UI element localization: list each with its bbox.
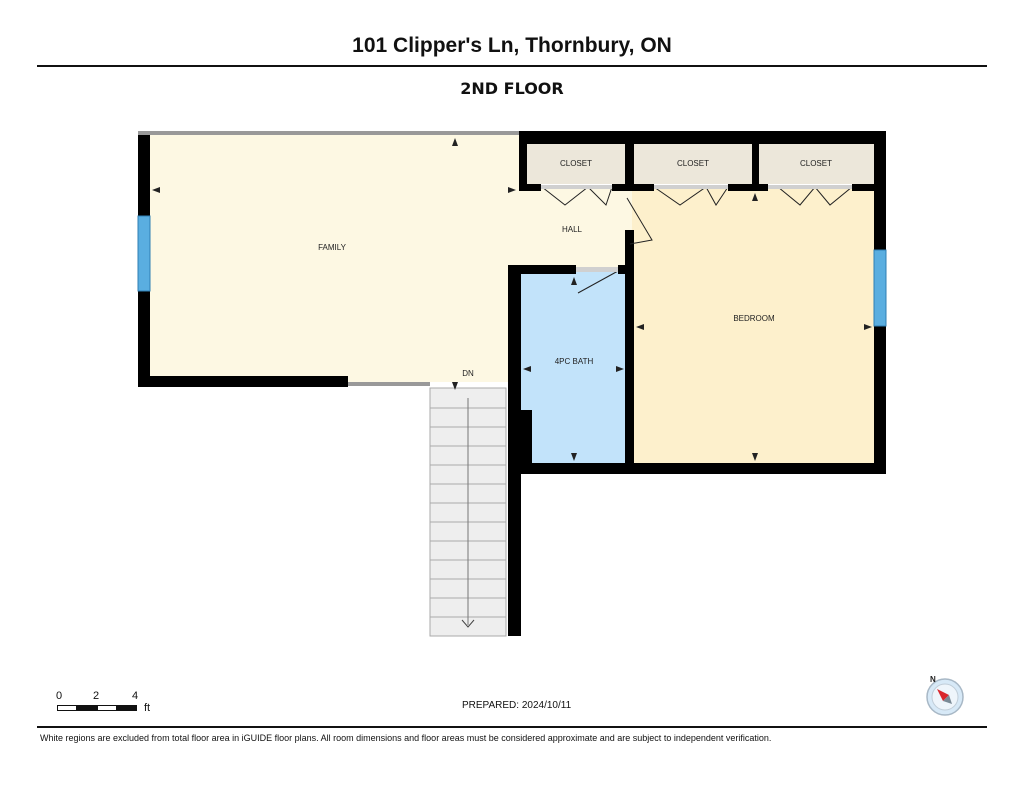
- header-divider: [37, 65, 987, 67]
- bedroom-label: BEDROOM: [733, 314, 775, 323]
- floor-name: 2ND FLOOR: [460, 79, 564, 98]
- stairs-down-arrow: [461, 619, 475, 628]
- closet-1-door-opening: [541, 185, 612, 189]
- disclaimer-text: White regions are excluded from total fl…: [40, 733, 772, 743]
- closet-2-floor: [634, 144, 752, 184]
- closet-2-label: CLOSET: [677, 159, 709, 168]
- bath-label: 4PC BATH: [555, 357, 594, 366]
- footer-divider: [37, 726, 987, 728]
- stairs-label: DN: [462, 369, 474, 378]
- prepared-date: PREPARED: 2024/10/11: [462, 700, 572, 711]
- family-window: [137, 215, 151, 292]
- scale-tick-0: 0: [56, 690, 63, 702]
- scale-bar-segment: [77, 705, 97, 711]
- compass-icon: N: [926, 675, 964, 716]
- closet-3-door-opening: [768, 185, 852, 189]
- closet-2-door-opening: [654, 185, 728, 189]
- bath-floor: [520, 271, 632, 464]
- bedroom-floor: [632, 188, 878, 464]
- closet-3-floor: [759, 144, 874, 184]
- closet-1-floor: [527, 144, 625, 184]
- page-title: 101 Clipper's Ln, Thornbury, ON: [352, 34, 672, 57]
- scale-bar-segment: [57, 705, 77, 711]
- scale-tick-4: 4: [132, 690, 139, 702]
- hall-label: HALL: [562, 225, 583, 234]
- closet-1-label: CLOSET: [560, 159, 592, 168]
- dimension-markers: [152, 138, 872, 461]
- bath-door-opening: [576, 267, 618, 272]
- compass-north-label: N: [930, 675, 936, 684]
- stairs: [429, 387, 507, 637]
- scale-bar-segment: [97, 705, 117, 711]
- scale-unit: ft: [144, 702, 151, 714]
- bedroom-window: [873, 249, 887, 327]
- family-room-label: FAMILY: [318, 243, 347, 252]
- walls: [138, 131, 886, 636]
- family-room-floor: [144, 135, 520, 382]
- scale-bar-segment: [117, 705, 137, 711]
- hall-floor: [520, 185, 632, 271]
- scale-tick-2: 2: [93, 690, 100, 702]
- doors: [541, 186, 853, 294]
- closet-3-label: CLOSET: [800, 159, 832, 168]
